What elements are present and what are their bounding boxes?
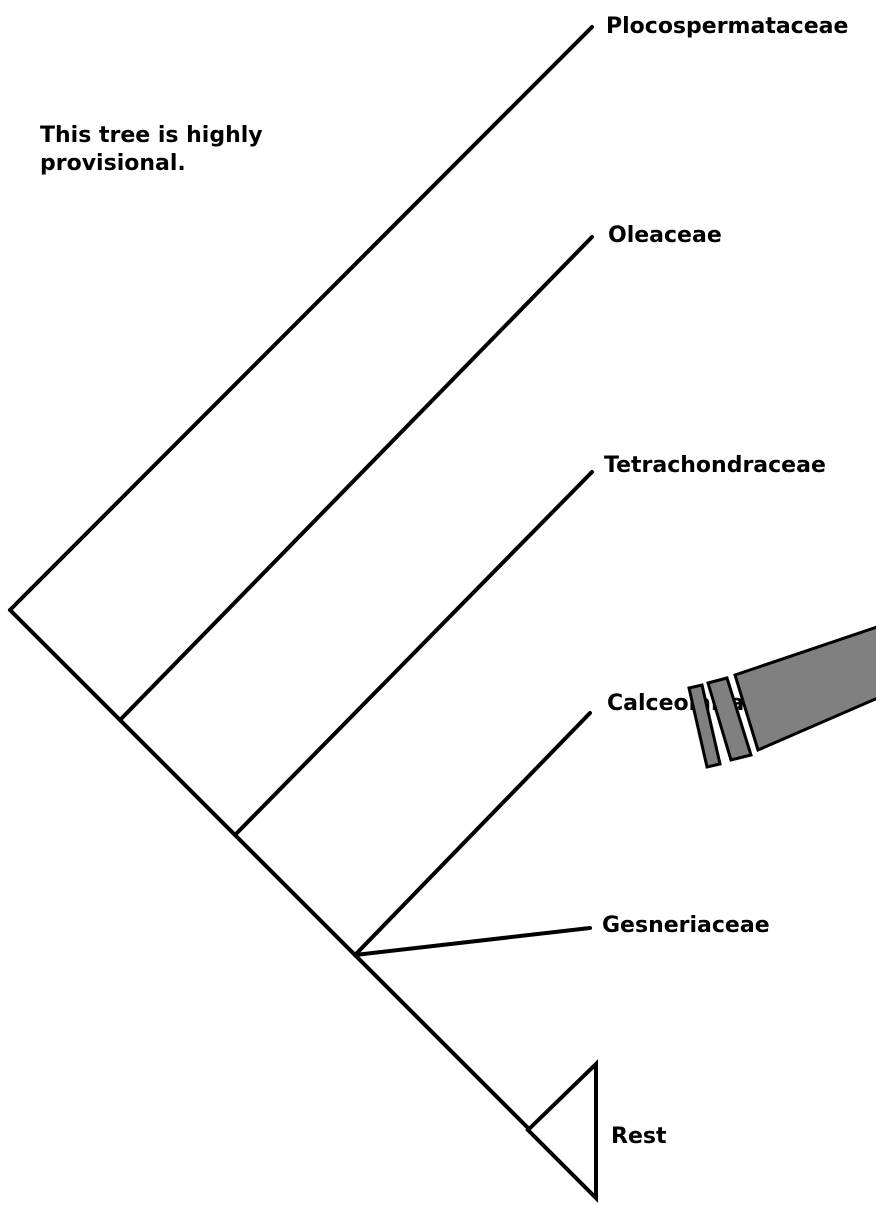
tree-spine: [8, 608, 532, 1132]
provisional-note-line-1: This tree is highly: [40, 123, 263, 148]
branch-oleaceae: [118, 235, 594, 722]
taxon-label-oleaceae: Oleaceae: [608, 223, 722, 248]
taxon-label-gesneriaceae: Gesneriaceae: [602, 913, 770, 938]
pencil-icon: [687, 625, 876, 769]
taxon-label-plocospermataceae: Plocospermataceae: [606, 14, 848, 39]
taxon-label-rest: Rest: [611, 1124, 667, 1149]
provisional-note-line-2: provisional.: [40, 151, 186, 176]
provisional-note: This tree is highly provisional.: [40, 122, 320, 178]
branch-tetrachondraceae: [233, 470, 594, 837]
branch-calceolariaceae: [353, 711, 592, 957]
rest-clade-triangle: [525, 1059, 598, 1203]
taxon-label-tetrachondraceae: Tetrachondraceae: [604, 453, 826, 478]
branch-plocospermataceae: [8, 25, 594, 612]
branch-gesneriaceae: [353, 926, 592, 957]
